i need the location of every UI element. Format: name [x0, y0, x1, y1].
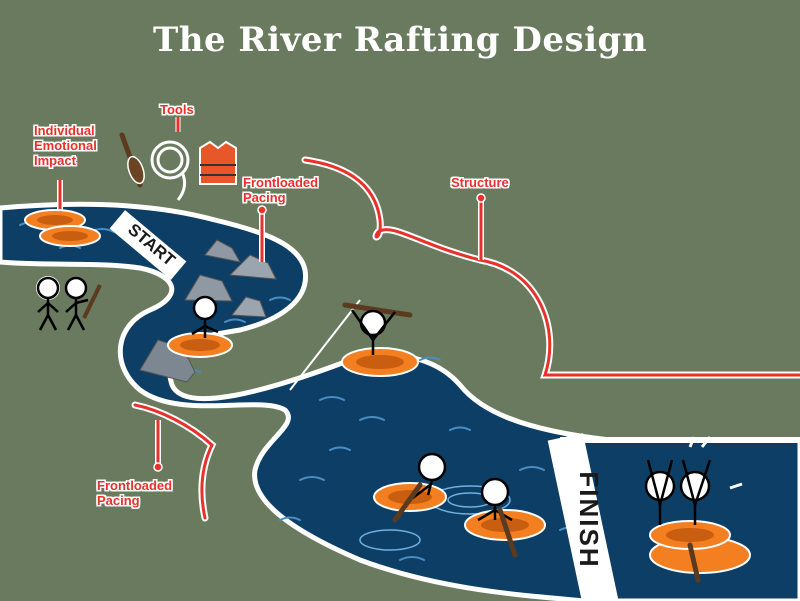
pacing-bottom-dot [153, 462, 163, 472]
structure-bracket [303, 158, 800, 377]
label-tools: Tools [160, 102, 194, 117]
rope-icon [150, 140, 190, 201]
cheer-marks [688, 436, 743, 490]
finish-sign [547, 433, 619, 601]
structure-bracket-outline [301, 156, 800, 379]
label-frontloaded-pacing-top-text: Frontloaded Pacing [243, 175, 319, 205]
life-jacket-icon [199, 140, 237, 185]
water-ripples [19, 221, 581, 561]
paddle-icon [119, 132, 145, 188]
label-frontloaded-pacing-bottom-text: Frontloaded Pacing [97, 478, 173, 508]
label-tools-text: Tools [160, 102, 194, 117]
raft-lower-2 [464, 477, 546, 558]
raft-rocks [167, 295, 233, 358]
label-frontloaded-pacing-bottom: Frontloaded Pacing [97, 478, 172, 508]
pacing-top-dot [257, 205, 267, 215]
raft-empty-2 [39, 225, 101, 247]
label-frontloaded-pacing-top: Frontloaded Pacing [243, 175, 318, 205]
rocks [139, 239, 277, 383]
stick-figure-bank-1 [36, 276, 60, 331]
raft-middle [289, 299, 419, 391]
label-individual-emotional-impact: Individual Emotional Impact [34, 123, 97, 168]
raft-finish [644, 436, 751, 583]
finish-sign-text: FINISH [574, 471, 604, 568]
structure-pointer-dot [476, 193, 486, 203]
label-structure-text: Structure [451, 175, 509, 190]
raft-lower-1 [373, 452, 447, 523]
stick-figure-bank-2 [64, 276, 102, 331]
diagram-title: The River Rafting Design [152, 20, 648, 60]
label-individual-emotional-impact-text: Individual Emotional Impact [34, 123, 97, 168]
start-sign [109, 210, 187, 280]
label-structure: Structure [451, 175, 509, 190]
pacing-bottom-bracket [133, 403, 214, 520]
